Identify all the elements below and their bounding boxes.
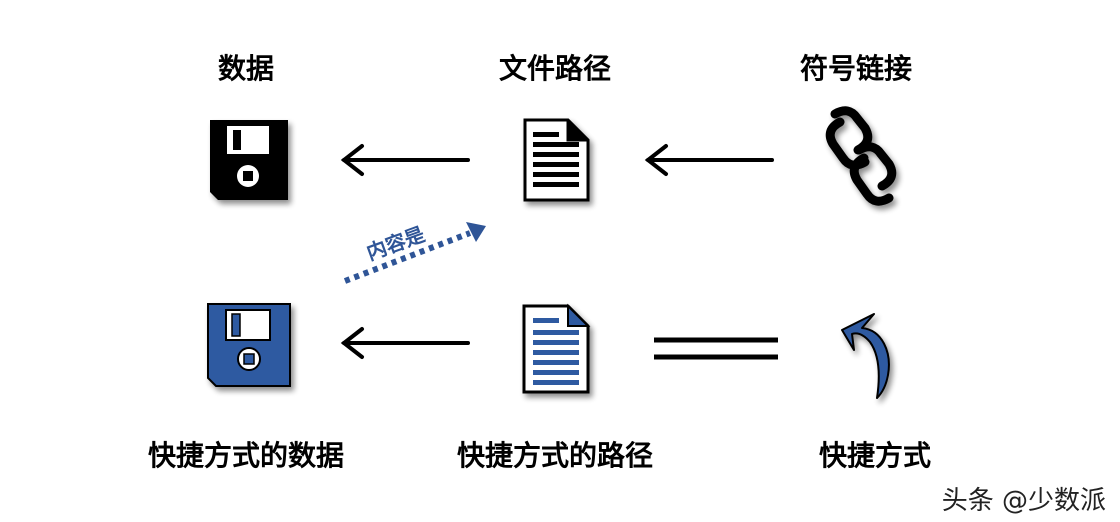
annotation-label: 内容是 <box>363 222 428 265</box>
dotted-arrow <box>343 222 486 284</box>
chain-link-icon <box>825 106 897 206</box>
label-shortcut: 快捷方式 <box>818 439 932 472</box>
arrow-shortcut-path-to-data <box>340 327 470 359</box>
label-shortcut-path: 快捷方式的路径 <box>456 439 654 472</box>
arrow-symlink-to-path <box>644 144 774 176</box>
document-icon <box>523 118 590 202</box>
label-file-path: 文件路径 <box>498 52 612 85</box>
equals-sign <box>654 337 778 360</box>
floppy-disk-icon <box>210 120 288 200</box>
document-icon <box>522 303 591 394</box>
label-data: 数据 <box>217 52 275 85</box>
watermark: 头条 @少数派 <box>941 486 1106 516</box>
arrow-path-to-data <box>340 144 470 176</box>
label-symlink: 符号链接 <box>799 52 913 85</box>
curved-arrow-icon <box>841 313 890 399</box>
floppy-disk-icon <box>207 303 291 387</box>
label-shortcut-data: 快捷方式的数据 <box>147 439 345 472</box>
